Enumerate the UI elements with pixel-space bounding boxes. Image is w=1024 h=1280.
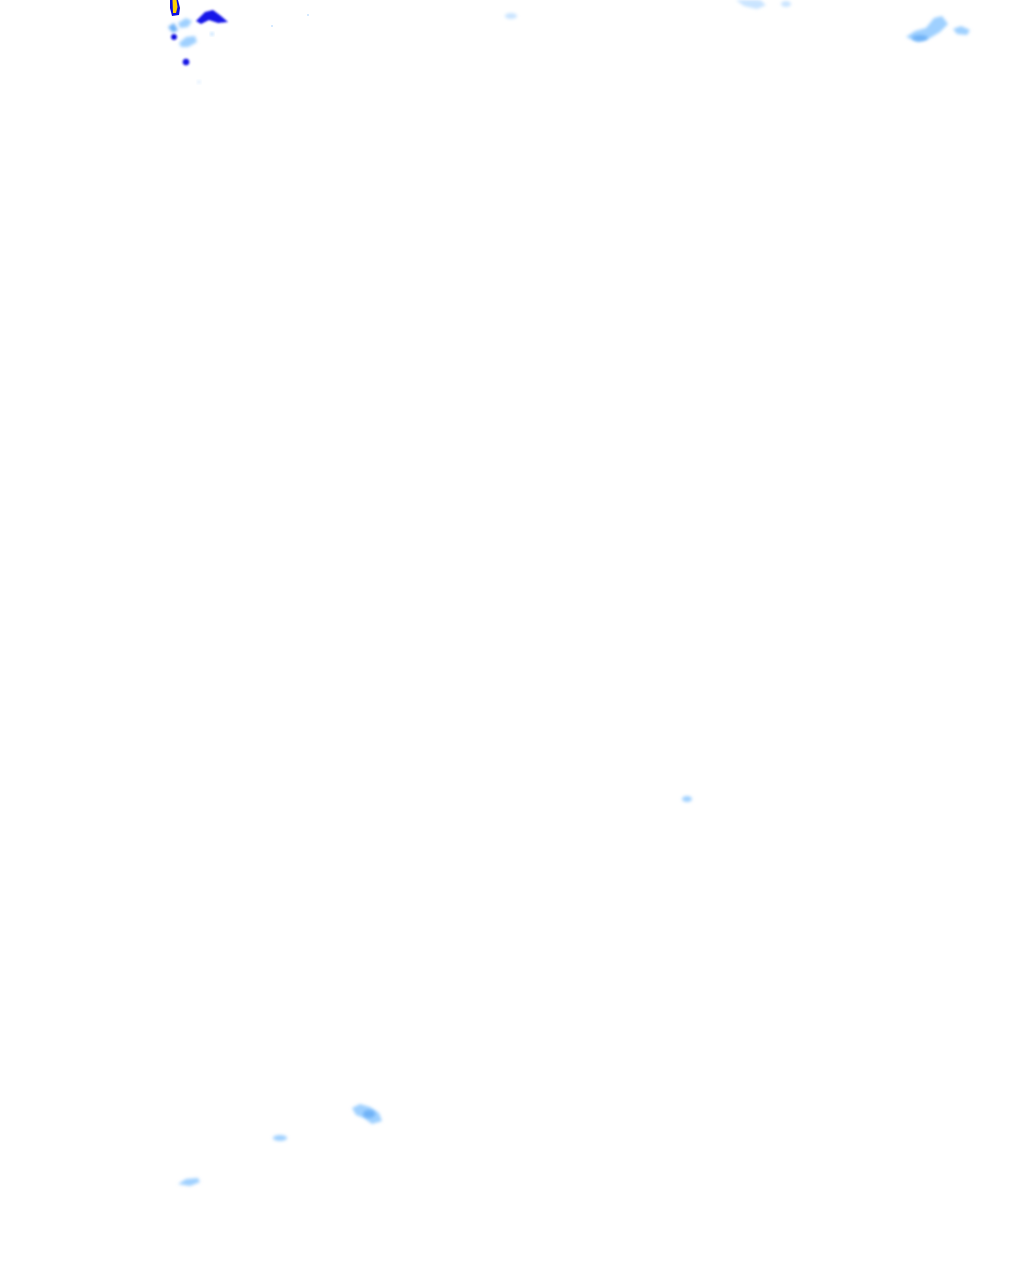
echo-cell-light: [197, 80, 201, 84]
echo-cell-light: [307, 14, 309, 16]
echo-cell-strong: [171, 34, 177, 40]
echo-cell-light: [271, 25, 273, 27]
echo-cell-light: [178, 18, 192, 28]
echo-cell-light: [273, 1135, 287, 1141]
echo-cell-strong: [182, 58, 190, 66]
echo-cell-light: [505, 13, 517, 19]
echo-cell-light: [179, 36, 197, 47]
echo-cell-core: [172, 0, 178, 13]
echo-cluster-top-right: [906, 16, 970, 42]
echo-cell-light: [168, 23, 178, 33]
echo-cell-mid: [363, 1110, 375, 1118]
echo-cell-light: [781, 1, 791, 7]
echo-cell-mid: [912, 35, 928, 41]
echo-cluster-center: [682, 796, 692, 802]
echo-cluster-bottom-left: [178, 1104, 382, 1186]
echo-cell-band: [196, 10, 228, 24]
echo-cluster-top-left: [168, 0, 309, 84]
echo-cluster-top-middle: [505, 0, 791, 19]
echo-cell-light: [736, 0, 766, 9]
echo-cell-light: [682, 796, 692, 802]
echo-cell-light: [178, 1178, 200, 1186]
echo-cell-light: [210, 32, 214, 36]
echo-cell-light: [953, 26, 970, 35]
